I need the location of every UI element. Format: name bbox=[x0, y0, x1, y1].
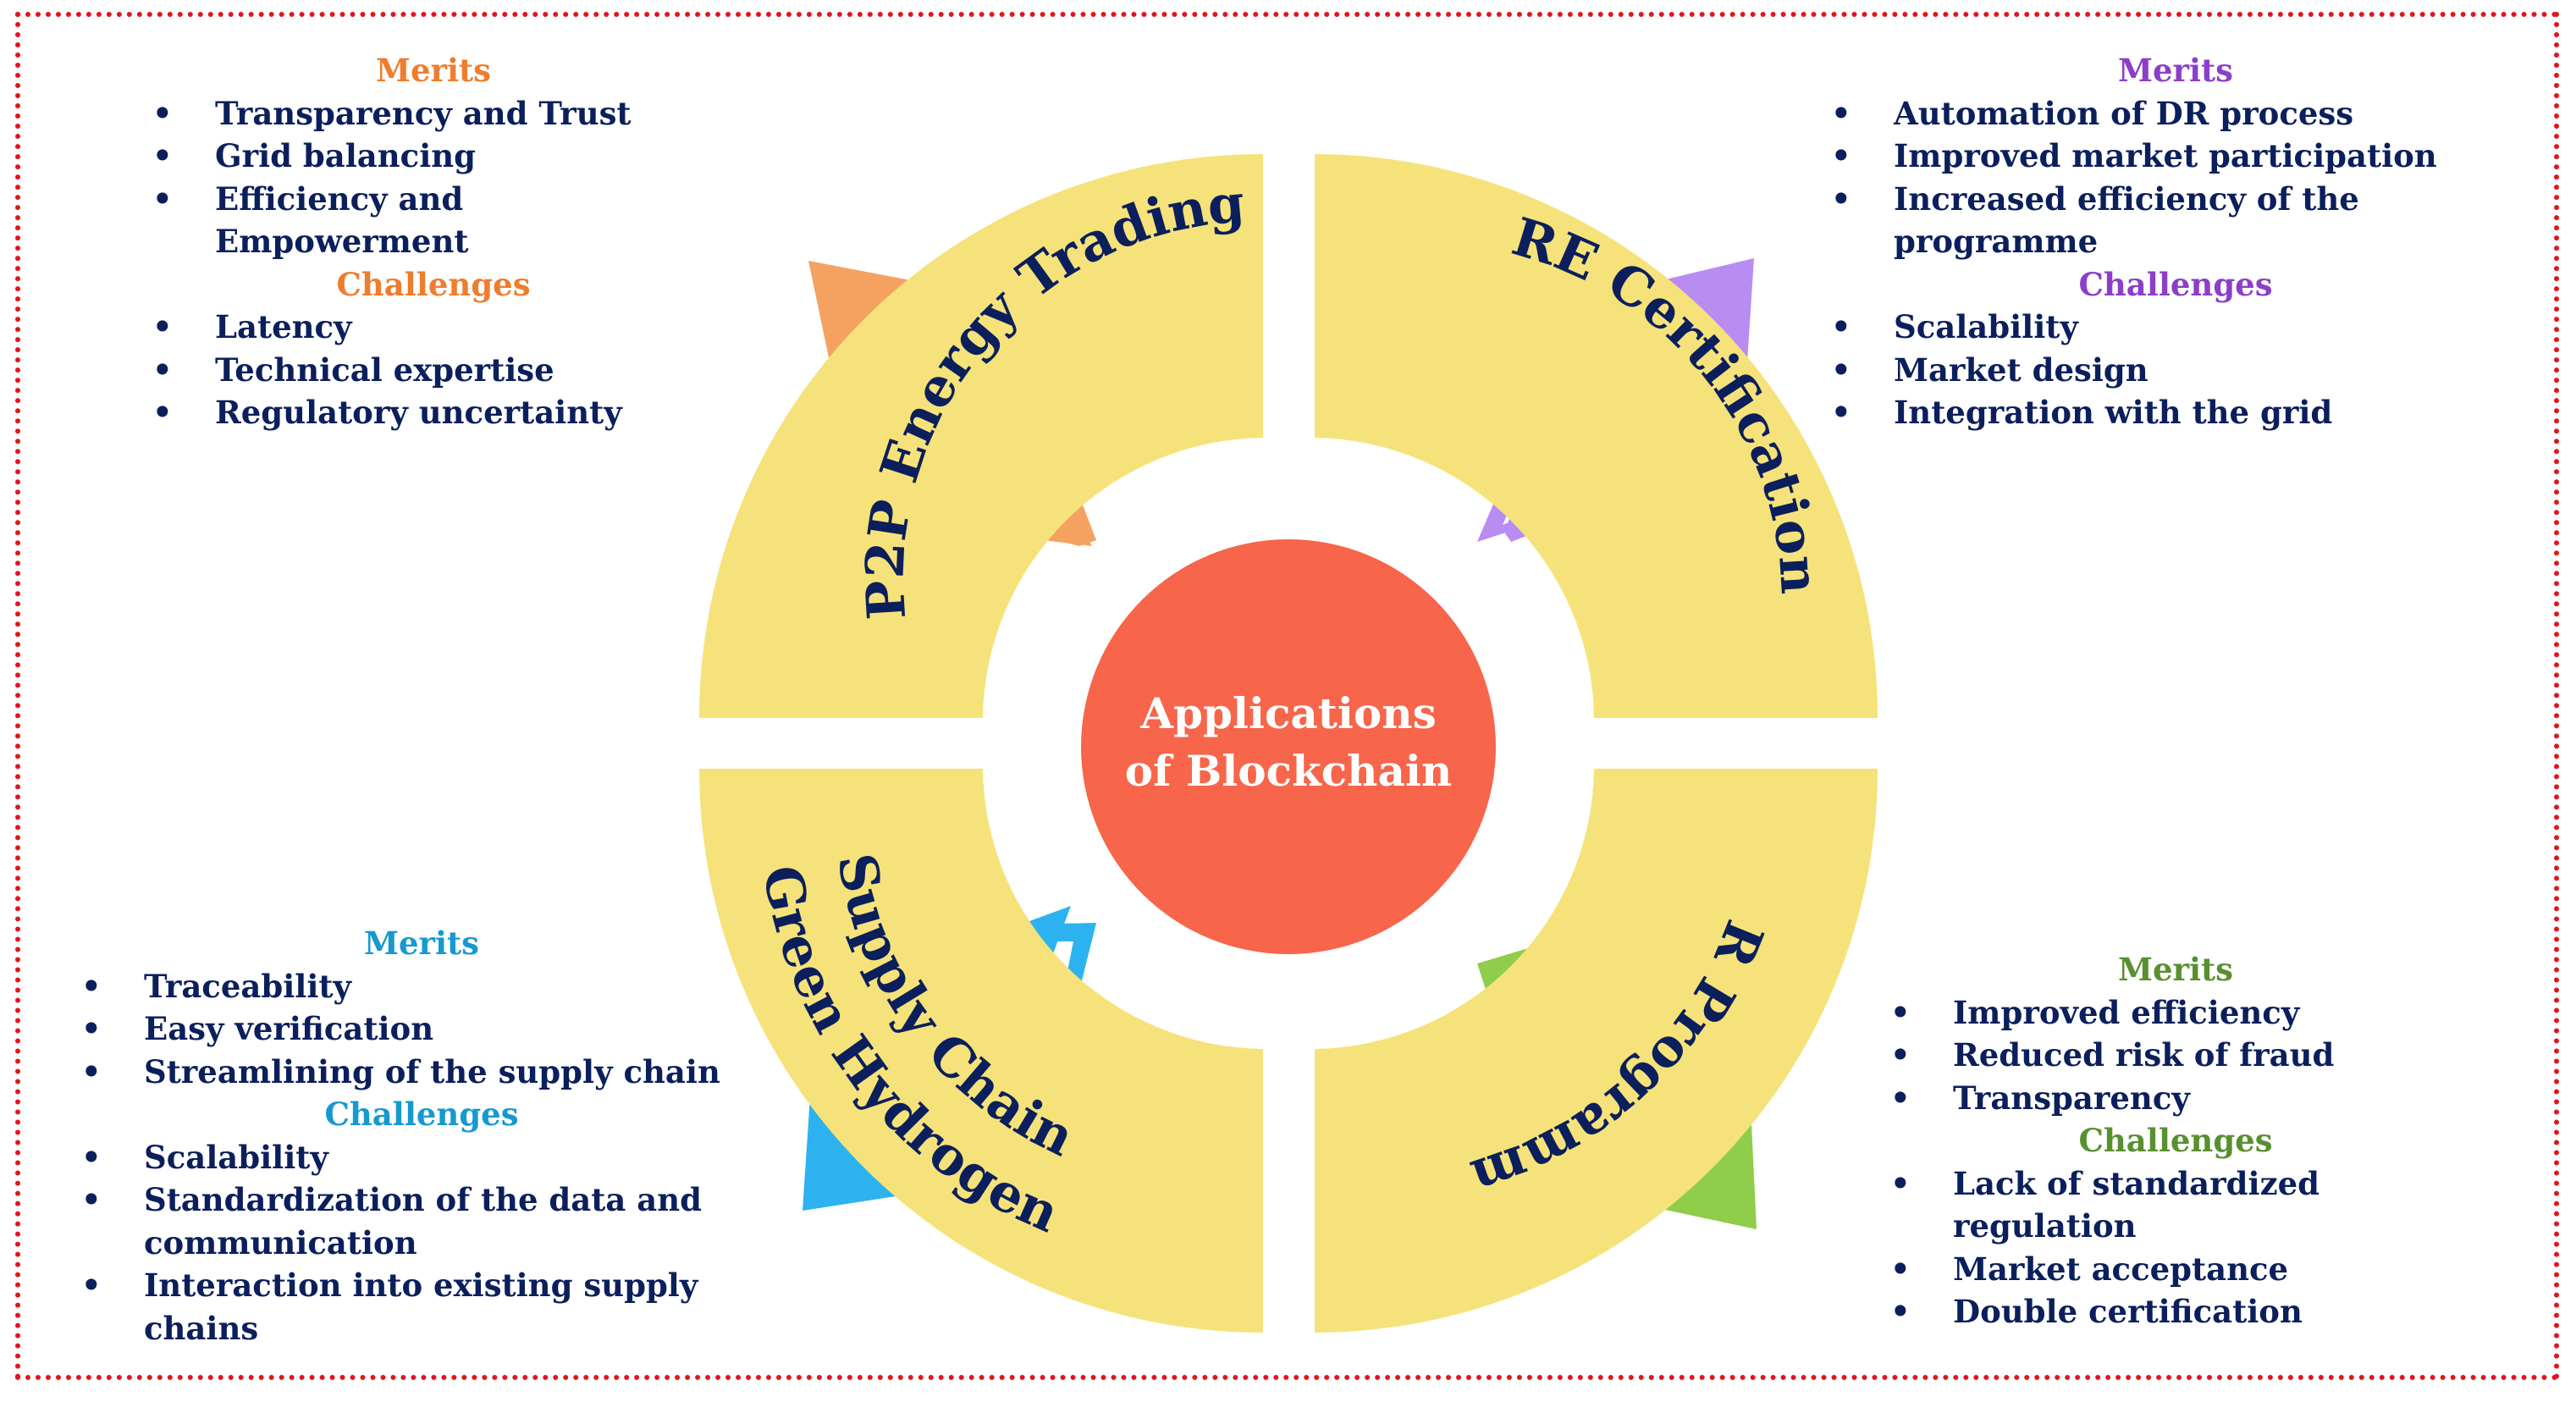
list-item: Automation of DR process bbox=[1824, 92, 2527, 135]
center-label-line2: of Blockchain bbox=[1125, 746, 1453, 796]
p2p-merits-heading: Merits bbox=[376, 52, 491, 89]
center-circle bbox=[1081, 539, 1496, 954]
list-item: Market design bbox=[1824, 349, 2527, 392]
dr-challenges-list: Lack of standardized regulation Market a… bbox=[1884, 1162, 2468, 1333]
ring-segment-p2p bbox=[698, 153, 1263, 719]
list-item: Improved market participation bbox=[1824, 135, 2527, 178]
green-hydrogen-info-block: Merits Traceability Easy verification St… bbox=[74, 922, 769, 1350]
re-challenges-list: Scalability Market design Integration wi… bbox=[1824, 306, 2527, 434]
list-item: Regulatory uncertainty bbox=[146, 391, 721, 434]
list-item: Double certification bbox=[1884, 1290, 2468, 1333]
re-merits-heading: Merits bbox=[2118, 52, 2233, 89]
dr-challenges-heading: Challenges bbox=[2078, 1122, 2273, 1159]
re-challenges-heading: Challenges bbox=[2078, 265, 2273, 303]
ring-segment-dr bbox=[1315, 769, 1878, 1333]
dr-merits-list: Improved efficiency Reduced risk of frau… bbox=[1884, 991, 2468, 1120]
list-item: Easy verification bbox=[74, 1007, 769, 1051]
list-item: Traceability bbox=[74, 965, 769, 1008]
dr-merits-heading: Merits bbox=[2118, 951, 2233, 988]
ring bbox=[698, 153, 1878, 1333]
list-item: Lack of standardized regulation bbox=[1884, 1162, 2468, 1248]
list-item: Market acceptance bbox=[1884, 1248, 2468, 1291]
green-hydrogen-merits-list: Traceability Easy verification Streamlin… bbox=[74, 965, 769, 1094]
p2p-info-block: Merits Transparency and Trust Grid balan… bbox=[146, 49, 721, 434]
list-item: Transparency bbox=[1884, 1077, 2468, 1120]
list-item: Transparency and Trust bbox=[146, 92, 721, 135]
re-info-block: Merits Automation of DR process Improved… bbox=[1824, 49, 2527, 434]
list-item: Increased efficiency of the programme bbox=[1824, 178, 2527, 263]
list-item: Efficiency and Empowerment bbox=[146, 178, 721, 263]
list-item: Scalability bbox=[1824, 306, 2527, 349]
list-item: Grid balancing bbox=[146, 135, 721, 178]
p2p-merits-list: Transparency and Trust Grid balancing Ef… bbox=[146, 92, 721, 263]
green-hydrogen-challenges-heading: Challenges bbox=[324, 1096, 519, 1133]
list-item: Interaction into existing supply chains bbox=[74, 1264, 769, 1350]
list-item: Standardization of the data and communic… bbox=[74, 1178, 769, 1264]
list-item: Improved efficiency bbox=[1884, 991, 2468, 1035]
list-item: Reduced risk of fraud bbox=[1884, 1034, 2468, 1077]
re-merits-list: Automation of DR process Improved market… bbox=[1824, 92, 2527, 263]
green-hydrogen-merits-heading: Merits bbox=[364, 925, 479, 962]
p2p-challenges-heading: Challenges bbox=[336, 265, 531, 303]
ring-segment-re bbox=[1315, 154, 1878, 718]
list-item: Scalability bbox=[74, 1136, 769, 1179]
list-item: Latency bbox=[146, 306, 721, 349]
center-label-line1: Applications bbox=[1139, 688, 1437, 738]
dotted-border bbox=[15, 12, 2559, 1380]
list-item: Integration with the grid bbox=[1824, 391, 2527, 434]
list-item: Technical expertise bbox=[146, 349, 721, 392]
p2p-challenges-list: Latency Technical expertise Regulatory u… bbox=[146, 306, 721, 434]
ring-segment-green-hydrogen bbox=[698, 769, 1263, 1333]
green-hydrogen-challenges-list: Scalability Standardization of the data … bbox=[74, 1136, 769, 1350]
dr-info-block: Merits Improved efficiency Reduced risk … bbox=[1884, 948, 2468, 1333]
list-item: Streamlining of the supply chain bbox=[74, 1051, 769, 1094]
